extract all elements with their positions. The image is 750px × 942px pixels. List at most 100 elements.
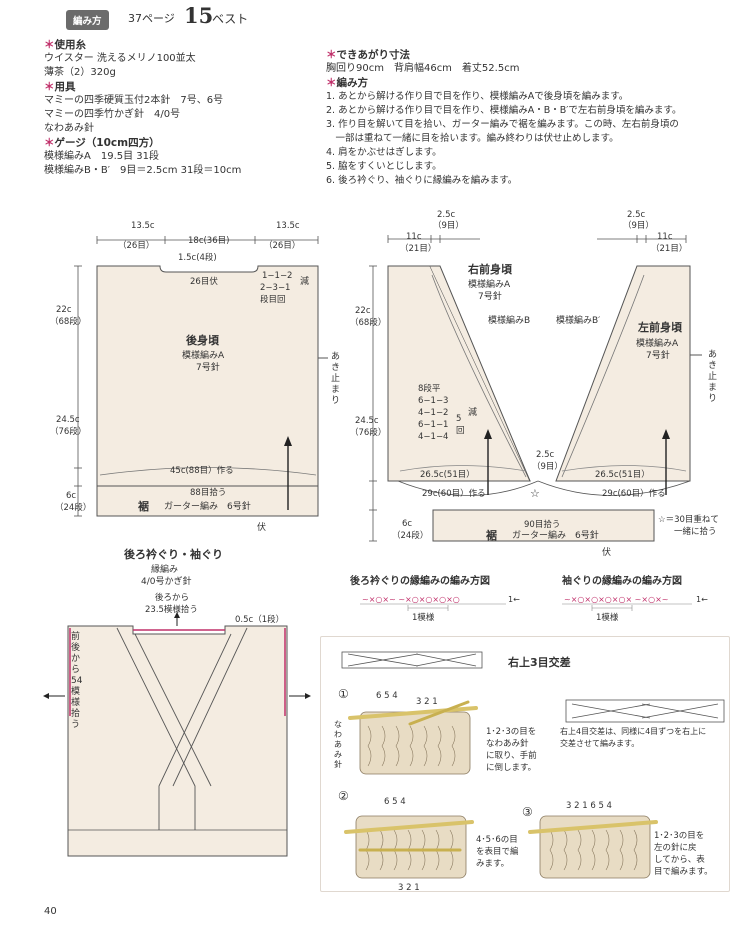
right-front-pattern: 模様編みA (468, 278, 511, 290)
front-h1: 22c (355, 306, 371, 316)
step3-illustration (528, 815, 658, 879)
left-front-needle: 7号針 (646, 349, 670, 361)
cable-needle-label: なわあみ針 (334, 720, 342, 769)
step3-marker: ③ (522, 805, 533, 819)
front-pick-left: 29c(60目）作る (422, 488, 486, 499)
dec-row: 6−1−1 (418, 420, 448, 430)
front-pick-right: 29c(60目）作る (602, 488, 666, 499)
cast-on: 45c(88目）作る (170, 465, 234, 476)
front-side-label: あき止まり (708, 350, 718, 404)
note-line: 一緒に拾う (674, 526, 717, 537)
yarn-amount: 薄茶（2）320g (44, 67, 116, 78)
dec-row: 1−1−2 (262, 271, 292, 281)
edging-hook: 4/0号かぎ針 (141, 577, 192, 587)
yarn-line: ウイスター 洗えるメリノ100並太 (44, 53, 196, 64)
back-pick-1: 後ろから (155, 592, 189, 603)
left-front-pattern: 模様編みA (636, 337, 679, 349)
height-1: 22c (56, 305, 72, 315)
back-pick-2: 23.5模様拾う (145, 604, 198, 615)
tools-heading: ＊用具 (44, 81, 76, 93)
front-tr-b: 11c (657, 232, 673, 242)
method-step: 3. 作り目を解いて目を拾い、ガーター編みで裾を編みます。この時、左右前身頃の (326, 119, 679, 130)
back-side-label: あき止まり (331, 352, 341, 406)
back-top-left: 13.5c (131, 221, 155, 231)
edging-charts: ~×○×~ ~×○×○×○×○ ~×○×○×○×○× ~×○×~ 1← 1← 1… (360, 595, 708, 623)
front-hem-name: 裾 (486, 528, 497, 542)
step1-illustration (348, 700, 478, 775)
front-bind-off: 伏 (602, 546, 611, 558)
step1-marker: ① (338, 687, 349, 701)
bind-off: 26目伏 (190, 276, 218, 287)
front-h2: 24.5c (355, 416, 379, 426)
center-width: 2.5c (536, 450, 555, 460)
step3-note: してから、表 (654, 854, 705, 865)
front-tl-a: 2.5c (437, 210, 456, 220)
dec-count: 5 (456, 414, 461, 424)
step2-nums: 6 5 4 (384, 797, 406, 807)
step2-illustration (344, 815, 474, 879)
edging-title: 後ろ衿ぐり・袖ぐり (124, 548, 223, 561)
back-body-diagram: 減 13.5c （26目） 18c(36目) 13.5c （26目） 1.5c(… (50, 221, 328, 533)
dec-row: 2−3−1 (260, 283, 290, 293)
arm-chart-title: 袖ぐりの縁編みの編み方図 (562, 576, 682, 587)
hem-name: 裾 (138, 499, 149, 513)
chart-arrow: 1← (696, 595, 708, 604)
header-badge: 編み方 (66, 10, 109, 30)
step3-note: 目で編みます。 (654, 866, 713, 877)
edging-pattern: 縁編み (151, 565, 179, 575)
side-note: 右上4目交差は、同様に4目ずつを右上に (560, 726, 706, 736)
dec-row: 段目回 (260, 294, 286, 305)
neck-dip: 1.5c(4段) (178, 252, 217, 263)
page-number: 40 (44, 906, 57, 917)
front-tr-a: 2.5c (627, 210, 646, 220)
dec-row: 6−1−3 (418, 396, 448, 406)
front-w-left: 26.5c(51目） (420, 469, 475, 480)
height-3-rows: （24段） (55, 502, 91, 513)
method-step: 4. 肩をかぶせはぎします。 (326, 147, 442, 158)
front-h2-rows: （76段） (350, 427, 386, 438)
finished-heading: ＊できあがり寸法 (326, 49, 410, 61)
front-tr-a-st: （9目） (623, 220, 654, 231)
front-tl-b-st: （21目） (400, 243, 436, 254)
neck-chart-title: 後ろ衿ぐりの縁編みの編み方図 (350, 576, 490, 587)
note-line: ☆＝30目重ねて (658, 514, 719, 525)
back-top-mid: 18c(36目) (188, 236, 229, 246)
left-front-title: 左前身頃 (637, 320, 683, 334)
method-step: 5. 脇をすくいとじします。 (326, 161, 442, 172)
side-pickup-label: 前後から54模様拾う (71, 632, 83, 730)
step2-bottom-nums: 3 2 1 (398, 883, 420, 892)
height-2-rows: （76段） (50, 426, 86, 437)
front-tl-b: 11c (406, 232, 422, 242)
step1-nums: 6 5 4 (376, 691, 398, 701)
step1-note: 1･2･3の目を (486, 727, 536, 737)
finished-size: 胸回り90cm 背肩幅46cm 着丈52.5cm (326, 63, 520, 74)
step2-marker: ② (338, 789, 349, 803)
cable-diagrams: 右上3目交差 ① 6 5 4 3 2 1 ② 6 5 4 3 2 1 ③ 3 2… (338, 651, 725, 892)
tool-line: なわあみ針 (44, 123, 94, 134)
back-top-right: 13.5c (276, 221, 300, 231)
step2-note: 4･5･6の目 (476, 835, 518, 845)
dec-row: 8段平 (418, 383, 441, 394)
repeat-label: 1模様 (412, 612, 435, 623)
dec-label: 減 (300, 275, 309, 287)
step1-note: に取り、手前 (486, 750, 537, 761)
chart-arrow: 1← (508, 595, 520, 604)
bind-off-label: 伏 (257, 521, 266, 533)
height-3: 6c (66, 491, 76, 501)
pattern-b2: 模様編みB′ (556, 314, 600, 326)
center-st: （9目） (532, 461, 563, 472)
side-note: 交差させて編みます。 (560, 738, 639, 748)
back-needle: 7号針 (196, 361, 220, 373)
hem-pickup: 88目拾う (190, 487, 226, 498)
item-name: ベスト (212, 12, 249, 26)
right-front-needle: 7号針 (478, 290, 502, 302)
tool-line: マミーの四季竹かぎ針 4/0号 (44, 109, 181, 120)
edging-diagram: 後ろから 23.5模様拾う 0.5c（1段） (43, 592, 311, 857)
method-heading: ＊編み方 (326, 77, 368, 89)
back-top-right-st: （26目） (264, 240, 300, 251)
front-h3-rows: （24段） (392, 530, 428, 541)
height-1-rows: （68段） (50, 316, 86, 327)
method-step: 一部は重ねて一緒に目を拾います。編み終わりは伏せ止めします。 (326, 133, 619, 144)
front-body-diagram: ☆ 2.5c （9目） 11c （21目） 2.5c （9目） 11c （21目… (350, 210, 719, 558)
dec-label: 減 (468, 406, 477, 418)
